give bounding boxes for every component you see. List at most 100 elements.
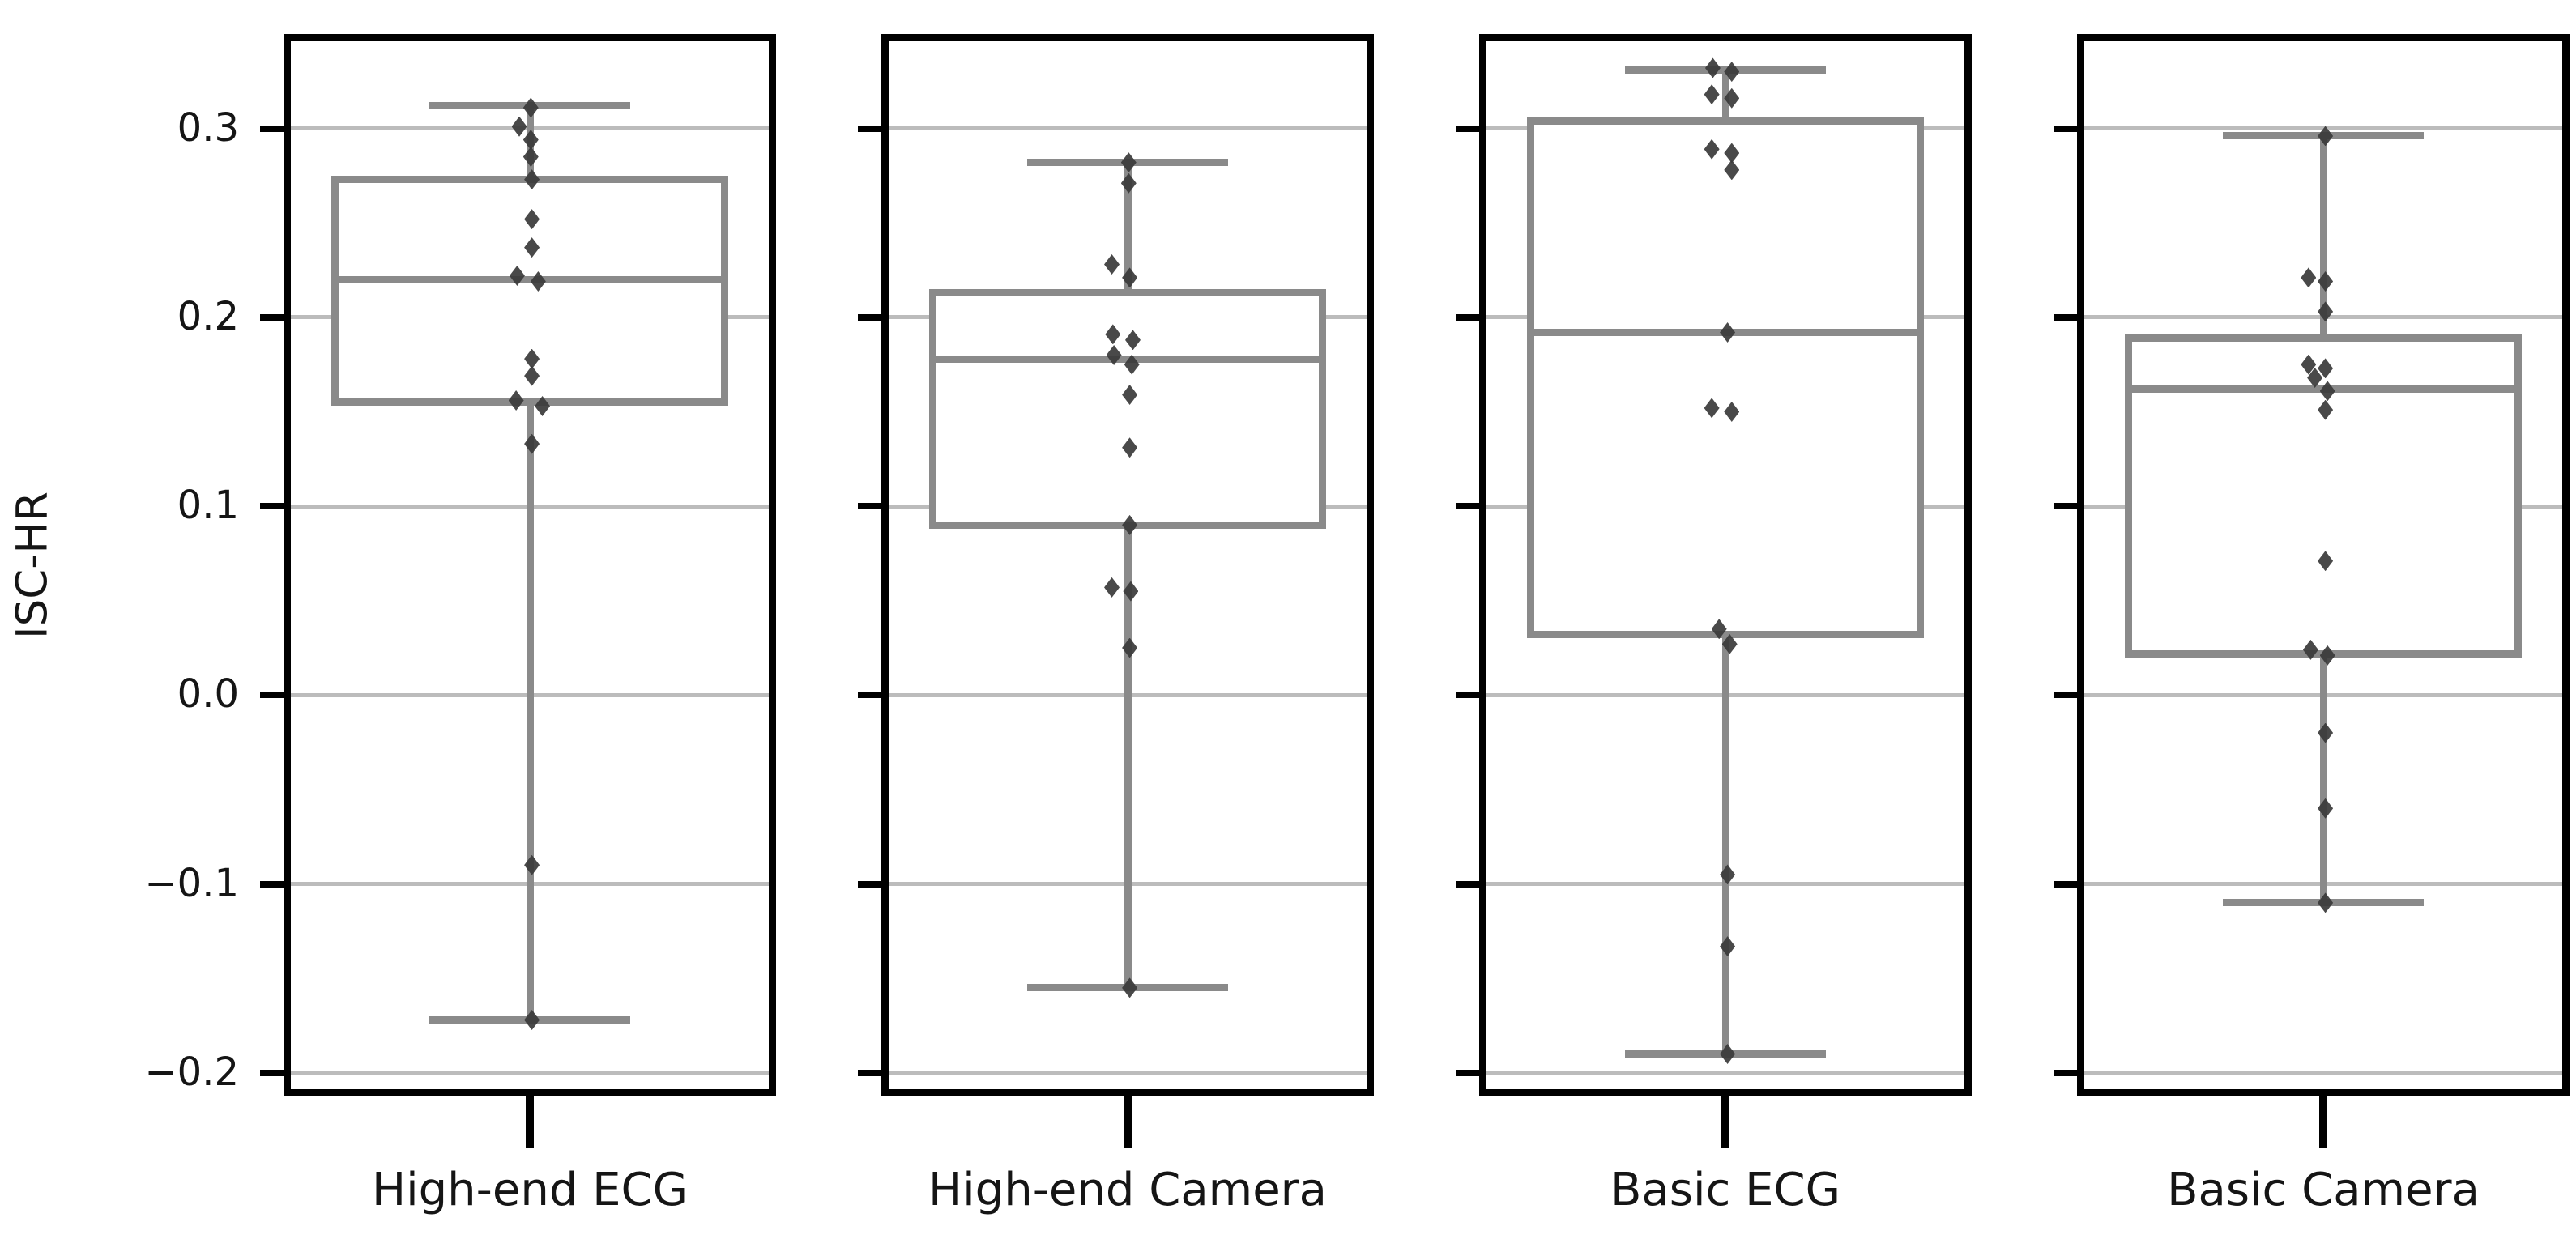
data-point bbox=[1724, 143, 1740, 164]
data-point bbox=[2318, 358, 2334, 379]
data-point bbox=[2301, 267, 2317, 288]
subplot-basic-ecg bbox=[1456, 34, 1972, 1096]
data-point bbox=[1122, 637, 1138, 658]
median-line bbox=[929, 355, 1326, 363]
y-axis-tick bbox=[858, 692, 881, 699]
data-point bbox=[535, 395, 551, 416]
data-point bbox=[524, 169, 540, 190]
data-point bbox=[1122, 267, 1138, 288]
data-point bbox=[509, 266, 525, 287]
subplot-high-end-ecg bbox=[260, 34, 776, 1096]
y-axis-tick bbox=[260, 880, 284, 888]
data-point bbox=[1106, 345, 1122, 365]
data-point bbox=[1104, 577, 1120, 598]
data-point bbox=[1104, 254, 1120, 275]
data-point bbox=[1124, 354, 1140, 375]
y-axis-tick bbox=[2054, 880, 2077, 888]
y-axis-tick bbox=[1456, 880, 1479, 888]
data-point bbox=[1711, 619, 1727, 640]
whisker-line-lower bbox=[1124, 525, 1132, 988]
data-point bbox=[524, 1010, 540, 1031]
y-tick-label: 0.1 bbox=[177, 482, 239, 528]
data-point bbox=[1724, 62, 1740, 83]
boxplot-box bbox=[1527, 117, 1924, 639]
data-point bbox=[1122, 514, 1138, 535]
data-point bbox=[2318, 551, 2334, 572]
data-point bbox=[2301, 354, 2317, 375]
data-point bbox=[1724, 401, 1740, 422]
y-axis-tick bbox=[2054, 503, 2077, 510]
y-axis-tick bbox=[1456, 1069, 1479, 1076]
data-point bbox=[1720, 1044, 1736, 1065]
data-point bbox=[1704, 138, 1720, 160]
y-axis-tick bbox=[858, 125, 881, 132]
y-axis-tick bbox=[2054, 1069, 2077, 1076]
gridline bbox=[2084, 1071, 2562, 1075]
data-point bbox=[1720, 936, 1736, 957]
data-point bbox=[2318, 892, 2334, 913]
x-category-label-high-end-ecg: High-end ECG bbox=[371, 1164, 689, 1216]
whisker-line-upper bbox=[1124, 162, 1132, 293]
data-point bbox=[1721, 633, 1738, 654]
y-axis-tick bbox=[260, 692, 284, 699]
data-point bbox=[1724, 160, 1740, 181]
data-point bbox=[1123, 581, 1139, 602]
data-point bbox=[2319, 381, 2335, 402]
data-point bbox=[1720, 322, 1736, 343]
data-point bbox=[522, 147, 539, 168]
y-tick-label: 0.3 bbox=[177, 104, 239, 151]
data-point bbox=[2318, 271, 2334, 292]
y-axis-tick bbox=[858, 1069, 881, 1076]
data-point bbox=[2307, 368, 2323, 388]
data-point bbox=[1122, 437, 1138, 458]
data-point bbox=[524, 854, 540, 875]
data-point bbox=[2318, 798, 2334, 819]
x-category-label-basic-ecg: Basic ECG bbox=[1610, 1164, 1840, 1216]
data-point bbox=[508, 390, 524, 411]
y-tick-label: −0.1 bbox=[144, 860, 239, 906]
data-point bbox=[1122, 384, 1138, 405]
x-category-label-basic-camera: Basic Camera bbox=[2167, 1164, 2480, 1216]
data-point bbox=[1122, 977, 1138, 998]
y-axis-tick bbox=[260, 313, 284, 321]
data-point bbox=[1105, 324, 1121, 345]
whisker-line-upper bbox=[1721, 70, 1729, 121]
gridline bbox=[889, 1071, 1367, 1075]
y-axis-tick bbox=[858, 880, 881, 888]
whisker-cap-high bbox=[1625, 66, 1826, 74]
data-point bbox=[1704, 84, 1720, 105]
x-axis-tick bbox=[1721, 1096, 1729, 1148]
y-axis-tick bbox=[1456, 692, 1479, 699]
data-point bbox=[1120, 152, 1137, 173]
data-point bbox=[2318, 399, 2334, 420]
x-axis-tick bbox=[2319, 1096, 2327, 1148]
x-axis-tick bbox=[526, 1096, 534, 1148]
whisker-line-lower bbox=[2319, 654, 2327, 903]
median-line bbox=[331, 275, 728, 283]
y-axis-tick bbox=[260, 503, 284, 510]
data-point bbox=[1704, 398, 1720, 419]
whisker-line-lower bbox=[1721, 634, 1729, 1054]
subplot-high-end-camera bbox=[858, 34, 1374, 1096]
data-point bbox=[1124, 330, 1141, 351]
data-point bbox=[2318, 301, 2334, 322]
data-point bbox=[511, 116, 527, 137]
y-tick-label: 0.0 bbox=[177, 671, 239, 717]
subplot-basic-camera bbox=[2054, 34, 2570, 1096]
data-point bbox=[1704, 57, 1721, 79]
data-point bbox=[524, 348, 540, 369]
data-point bbox=[1720, 864, 1736, 885]
y-axis-tick bbox=[1456, 503, 1479, 510]
y-axis-tick bbox=[1456, 313, 1479, 321]
data-point bbox=[2318, 722, 2334, 743]
whisker-line-upper bbox=[2319, 135, 2327, 338]
y-axis-tick bbox=[2054, 125, 2077, 132]
data-point bbox=[524, 365, 540, 386]
data-point bbox=[522, 130, 539, 151]
y-axis-tick bbox=[858, 313, 881, 321]
gridline bbox=[2084, 126, 2562, 131]
whisker-line-lower bbox=[526, 402, 534, 1020]
data-point bbox=[2302, 639, 2318, 660]
data-point bbox=[2318, 126, 2334, 147]
